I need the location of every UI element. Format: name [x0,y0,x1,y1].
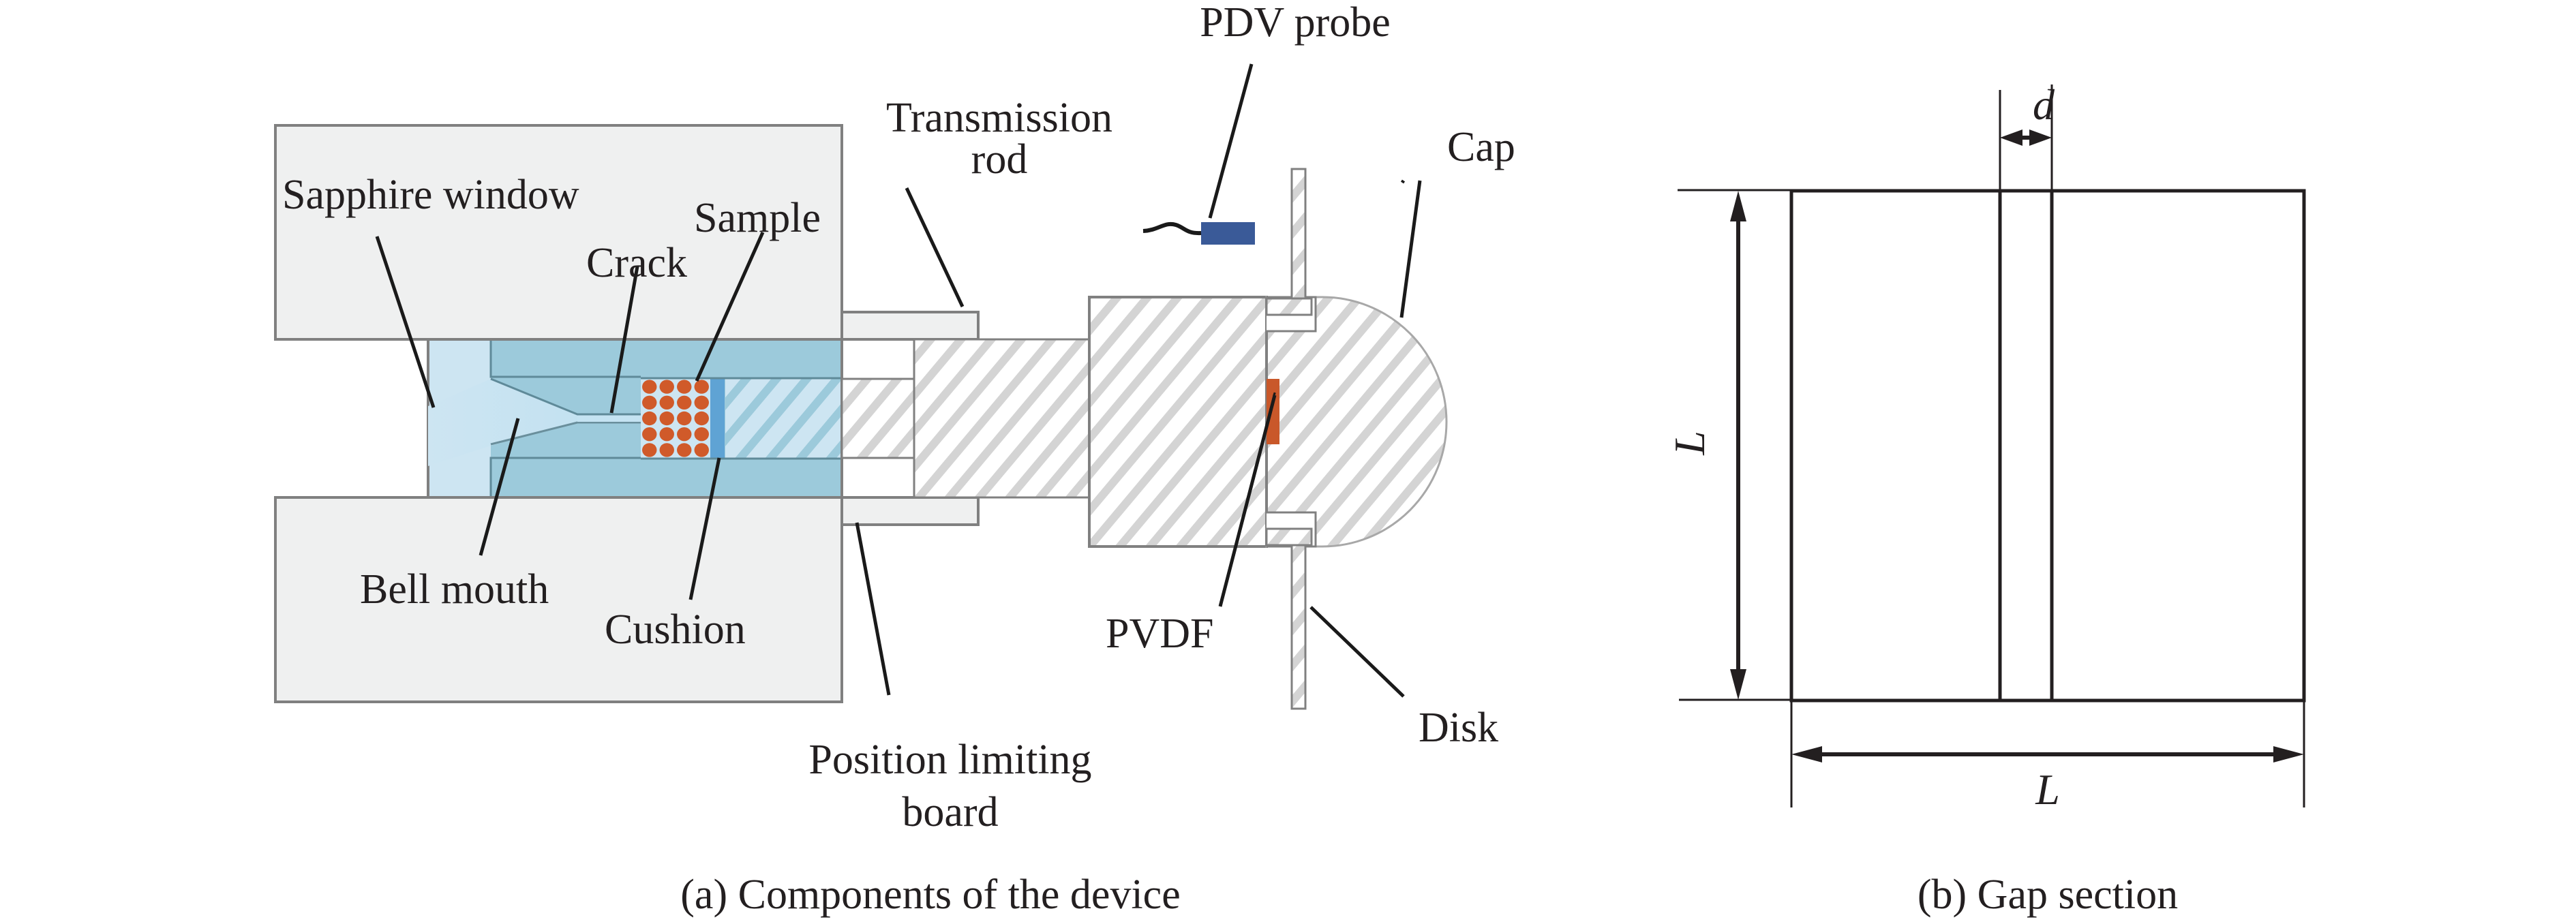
upper-clamp-block [274,124,843,341]
sample-particle [642,443,657,457]
sample-particle [642,411,657,426]
sample-particle [677,427,692,442]
l-horizontal-arrow-left [1791,746,1822,763]
caption-panel-a: (a) Components of the device [680,872,1180,918]
label-sample: Sample [694,195,821,241]
label-pdv-probe: PDV probe [1200,0,1391,46]
disk-lower [1290,544,1307,710]
cap [1265,296,1448,548]
panel-b-gap-section: d L L (b) Gap section [1665,80,2306,918]
sample-particle [694,411,709,426]
sample-particle [659,380,674,394]
sample-dots [642,380,709,457]
label-cap: Cap [1447,124,1515,170]
label-crack: Crack [586,240,687,286]
pdv-probe-cable [1142,221,1202,236]
plunger-extension [840,378,915,459]
channel-upper-wall [489,341,641,378]
lower-clamp-block [274,496,843,703]
sample-particle [659,395,674,410]
cushion [710,379,725,458]
sample-particle [677,395,692,410]
pvdf-gauge [1267,379,1279,444]
transmission-rod [913,338,1091,499]
label-pvdf: PVDF [1106,611,1214,657]
label-bell-mouth: Bell mouth [360,566,549,613]
dimension-d-label: d [2033,80,2055,129]
sample-particle [659,443,674,457]
caption-panel-b: (b) Gap section [1918,872,2178,918]
sample-particle [659,427,674,442]
dimension-l-horizontal-label: L [2035,765,2060,814]
sample-particle [677,443,692,457]
d-arrow-left [2000,129,2022,146]
l-horizontal-arrow-right [2273,746,2304,763]
sample-particle [677,411,692,426]
sample-particle [642,427,657,442]
panel-a-device: Sapphire window Sample Crack Bell mouth … [274,0,1515,918]
leader-lines [375,63,1422,698]
sample-particle [659,411,674,426]
gap-section-outline [1789,189,2306,703]
l-vertical-arrow-bottom [1730,669,1746,700]
d-arrow-right [2029,129,2052,146]
bell-mouth [428,379,641,466]
sample-particle [694,427,709,442]
pdv-probe [1142,221,1255,245]
label-position-board-line2: board [902,789,998,835]
dimension-l-vertical-label: L [1665,431,1714,456]
sample-particle [642,395,657,410]
sample-particle [694,380,709,394]
position-limiting-board-bottom [840,496,980,526]
label-cushion: Cushion [605,606,746,653]
label-transmission-rod-line1: Transmission [886,95,1112,141]
plunger-in-bore [725,379,842,458]
crack [577,416,641,422]
label-sapphire-window: Sapphire window [282,172,579,218]
transmission-head [1088,296,1268,548]
position-limiting-board-top [840,311,980,341]
sample-particle [677,380,692,394]
label-disk: Disk [1419,705,1498,751]
pdv-probe-head [1201,222,1255,245]
sample-particle [642,380,657,394]
sample-particle [694,443,709,457]
channel-lower-wall [489,457,641,496]
sample-particle [694,395,709,410]
label-position-board-line1: Position limiting [808,737,1091,783]
bore-assembly [427,339,843,497]
label-transmission-rod-line2: rod [971,136,1028,183]
l-vertical-arrow-top [1730,191,1746,221]
disk-upper [1290,168,1307,300]
